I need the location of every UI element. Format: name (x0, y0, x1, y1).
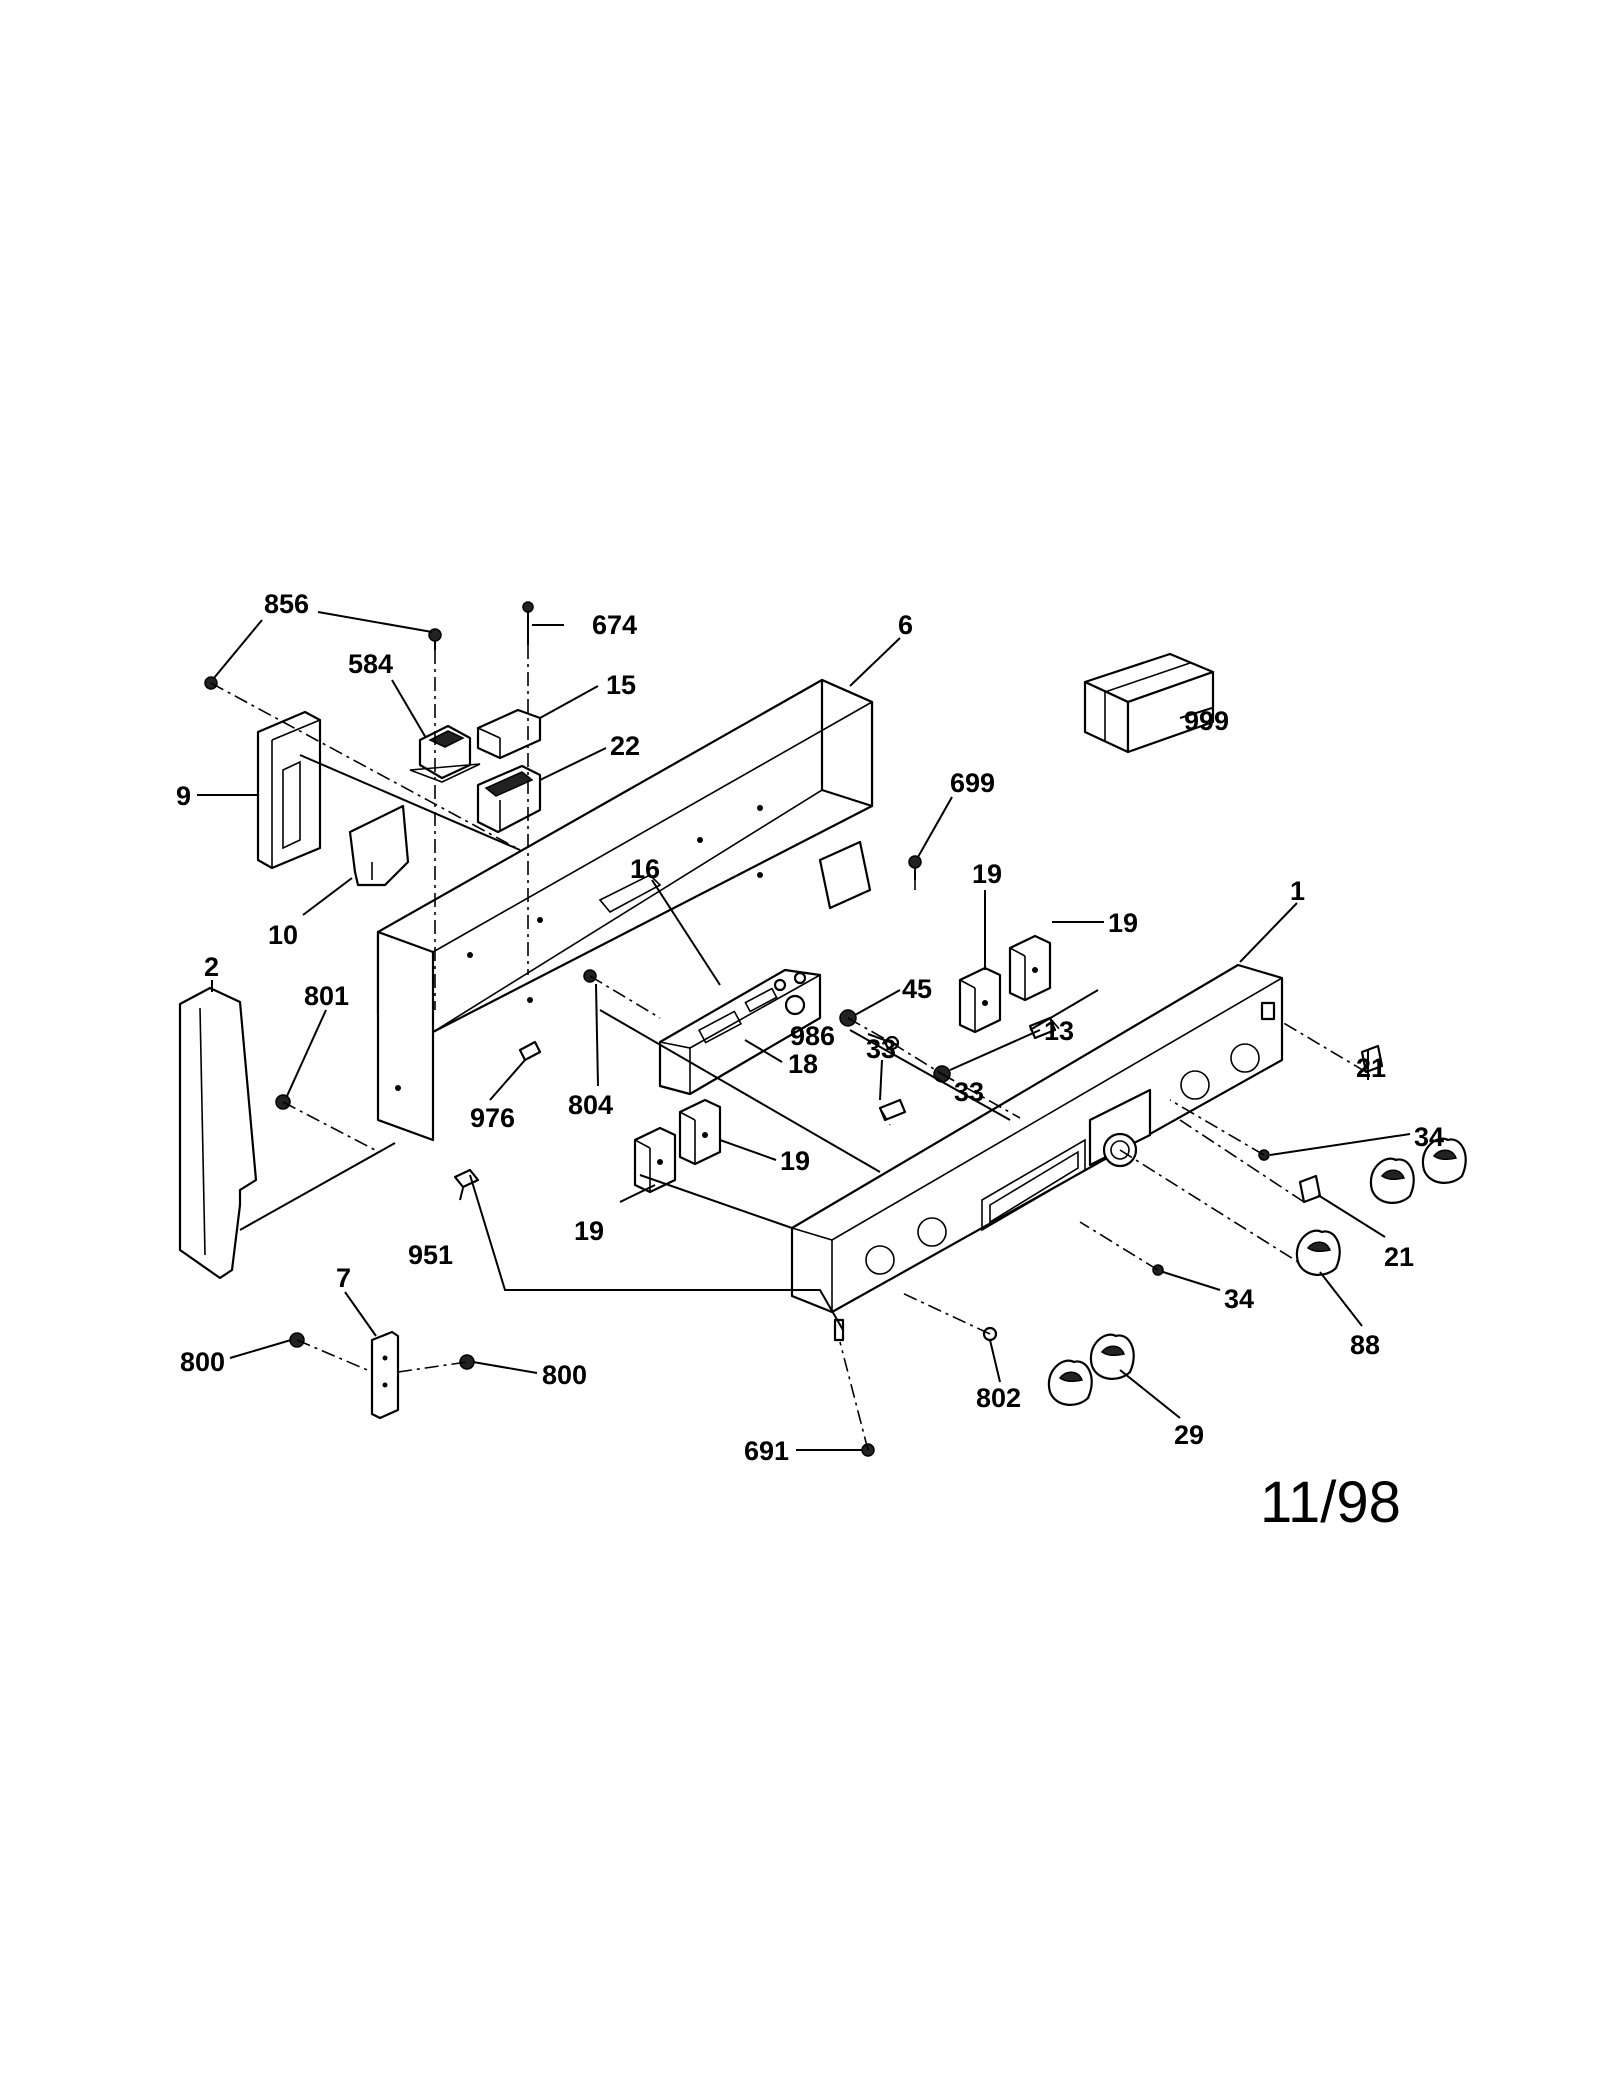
callout-34-bottom: 34 (1224, 1284, 1254, 1314)
leader-lines (197, 611, 1411, 1451)
part-16-clock-board (658, 968, 822, 1096)
part-19-switch-d (678, 1098, 722, 1166)
callout-45: 45 (902, 974, 932, 1004)
callout-21-top: 21 (1356, 1053, 1386, 1083)
callout-7: 7 (336, 1263, 351, 1293)
assembly-lines (210, 645, 1367, 1451)
part-2-side-trim (178, 986, 258, 1280)
date-stamp: 11/98 (1260, 1470, 1401, 1535)
screw-699 (908, 855, 922, 880)
part-29-knob-b (1089, 1333, 1135, 1380)
callout-34-right: 34 (1414, 1122, 1444, 1152)
callout-800-right: 800 (542, 1360, 587, 1390)
callout-856: 856 (264, 589, 309, 619)
callout-13: 13 (1044, 1016, 1074, 1046)
callout-labels: 856 674 584 15 6 999 22 9 699 16 19 1 19… (176, 589, 1444, 1466)
callout-691: 691 (744, 1436, 789, 1466)
callout-10: 10 (268, 920, 298, 950)
clip-951 (453, 1168, 480, 1189)
callout-15: 15 (606, 670, 636, 700)
callout-88: 88 (1350, 1330, 1380, 1360)
part-knob-right-b (1421, 1137, 1467, 1184)
callout-6: 6 (898, 610, 913, 640)
part-knob-right-a (1369, 1157, 1415, 1204)
callout-16: 16 (630, 854, 660, 884)
connection-lines (239, 754, 1011, 1331)
callout-999: 999 (1184, 706, 1229, 736)
callout-19-bottom-right: 19 (780, 1146, 810, 1176)
part-15-block (476, 708, 542, 760)
callout-674: 674 (592, 610, 637, 640)
callout-33-left: 33 (866, 1034, 896, 1064)
callout-951: 951 (408, 1240, 453, 1270)
callout-9: 9 (176, 781, 191, 811)
part-22-holder (476, 764, 542, 834)
callout-986: 986 (790, 1021, 835, 1051)
part-584-switch (409, 724, 481, 783)
part-19-switch-b (1008, 934, 1052, 1002)
callout-19-top-right: 19 (1108, 908, 1138, 938)
part-88-knob (1295, 1229, 1341, 1276)
part-19-switch-c (633, 1126, 677, 1194)
part-29-knob-a (1047, 1359, 1093, 1406)
callout-19-bottom-left: 19 (574, 1216, 604, 1246)
callout-584: 584 (348, 649, 393, 679)
clip-976 (518, 1040, 542, 1062)
part-6-backguard-panel (376, 678, 874, 1142)
clip-33a (878, 1098, 907, 1122)
callout-22: 22 (610, 731, 640, 761)
callout-18: 18 (788, 1049, 818, 1079)
screw-674 (522, 601, 534, 645)
callout-976: 976 (470, 1103, 515, 1133)
part-7-bracket (370, 1330, 400, 1420)
callout-699: 699 (950, 768, 995, 798)
clip-21b (1298, 1174, 1322, 1204)
callout-801: 801 (304, 981, 349, 1011)
part-1-control-panel (790, 963, 1284, 1342)
callout-802: 802 (976, 1383, 1021, 1413)
callout-1: 1 (1290, 876, 1305, 906)
part-10-plate (348, 804, 410, 887)
callout-2: 2 (204, 952, 219, 982)
callout-33-right: 33 (954, 1077, 984, 1107)
callout-804: 804 (568, 1090, 613, 1120)
part-9-bracket (256, 710, 322, 870)
callout-800-left: 800 (180, 1347, 225, 1377)
part-999-box (1083, 652, 1215, 754)
part-19-switch-a (958, 966, 1002, 1034)
callout-29: 29 (1174, 1420, 1204, 1450)
callout-21-bottom: 21 (1384, 1242, 1414, 1272)
callout-19-top-left: 19 (972, 859, 1002, 889)
